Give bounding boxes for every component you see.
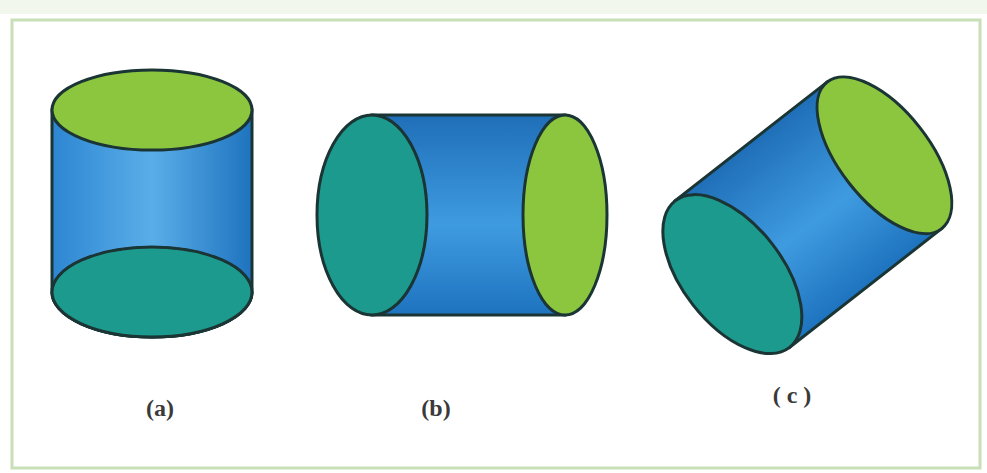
figure-label: (a) [146,395,174,422]
frame [12,20,980,468]
cylinder-tilted [636,54,977,378]
figure-label: ( c ) [773,382,812,409]
top-strip [0,0,987,14]
cylinder-horizontal [317,115,607,315]
cylinder-upright [52,70,252,337]
figure-label: (b) [421,395,450,422]
